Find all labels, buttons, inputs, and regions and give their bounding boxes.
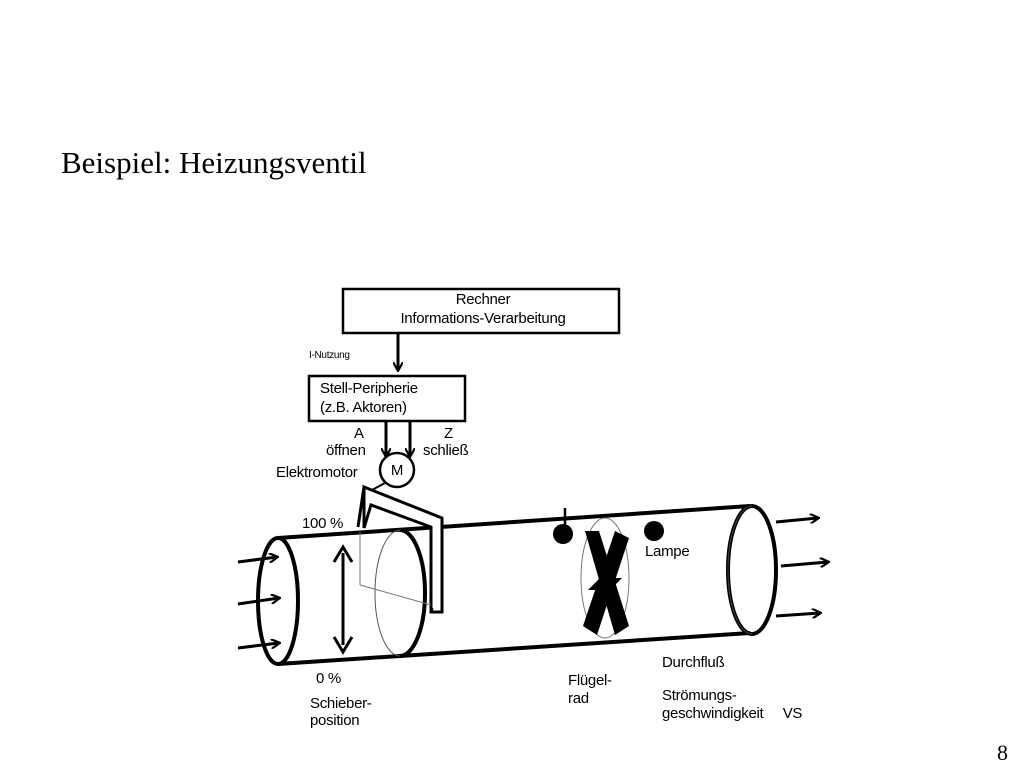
rechner-subtitle: Informations-Verarbeitung bbox=[400, 310, 565, 327]
stroemung-label-line1: Strömungs- bbox=[662, 687, 737, 704]
durchfluss-label: Durchfluß bbox=[662, 654, 724, 671]
signal-z-letter: Z bbox=[444, 425, 453, 442]
percent-bottom-label: 0 % bbox=[316, 670, 341, 687]
outlet-flow-arrows bbox=[775, 518, 828, 616]
signal-a-letter: A bbox=[354, 425, 364, 442]
motor-label: Elektromotor bbox=[276, 464, 358, 481]
impeller bbox=[580, 517, 630, 639]
sensor-pin bbox=[553, 508, 573, 544]
fluegel-label-line1: Flügel- bbox=[568, 672, 612, 689]
slide-gate-plate bbox=[356, 484, 444, 614]
schieber-label-line2: position bbox=[310, 712, 359, 729]
percent-top-label: 100 % bbox=[302, 515, 343, 532]
stell-title: Stell-Peripherie bbox=[320, 380, 418, 397]
electric-motor: M bbox=[371, 451, 416, 491]
slide-title: Beispiel: Heizungsventil bbox=[61, 145, 367, 180]
signal-z-label: schließ bbox=[423, 442, 469, 459]
stell-peripherie-box: Stell-Peripherie (z.B. Aktoren) bbox=[307, 374, 467, 423]
pipe bbox=[256, 504, 778, 666]
fluegel-label-line2: rad bbox=[568, 690, 589, 707]
slider-range-arrow bbox=[332, 544, 354, 655]
signal-a-label: öffnen bbox=[326, 442, 366, 459]
stroemung-label-line2: geschwindigkeit VS bbox=[662, 705, 802, 722]
lamp-icon bbox=[644, 521, 664, 541]
motor-symbol: M bbox=[391, 462, 403, 479]
page-number: 8 bbox=[997, 740, 1008, 765]
inlet-flow-arrows bbox=[237, 557, 279, 650]
rechner-box: Rechner Informations-Verarbeitung bbox=[341, 287, 621, 335]
nutzung-label: I-Nutzung bbox=[309, 350, 350, 361]
stell-subtitle: (z.B. Aktoren) bbox=[320, 399, 407, 416]
rechner-title: Rechner bbox=[456, 291, 511, 308]
lamp-label: Lampe bbox=[645, 543, 689, 560]
schieber-label-line1: Schieber- bbox=[310, 695, 372, 712]
